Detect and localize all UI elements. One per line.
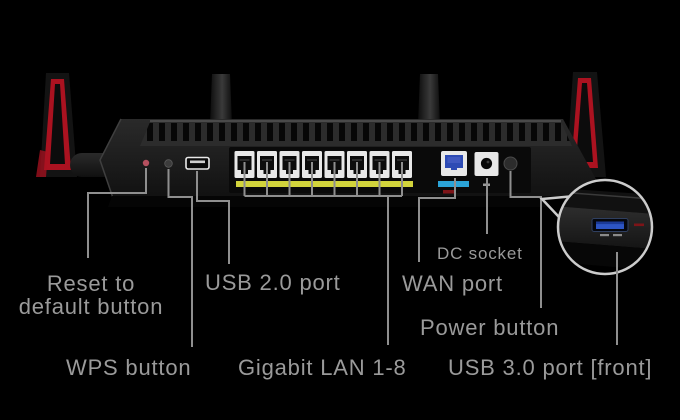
callout-line-lan (243, 162, 403, 345)
usb3-inset-callout (539, 178, 654, 345)
antenna-left-outer (36, 73, 77, 177)
callout-line-usb2 (196, 171, 230, 264)
label-dc-socket: DC socket (437, 244, 523, 263)
label-wan-port: WAN port (402, 271, 503, 296)
reset-pinhole-illustration (142, 159, 150, 167)
wan-blue-strip (438, 181, 469, 187)
dc-socket-illustration (474, 152, 499, 186)
label-wps-button: WPS button (66, 355, 192, 380)
callout-line-reset (87, 168, 147, 258)
label-gigabit-lan: Gigabit LAN 1-8 (238, 355, 407, 380)
inset-content (558, 188, 652, 270)
label-reset-to-default: Reset to default button (18, 271, 164, 319)
inset-ring (556, 178, 654, 276)
usb2-port-illustration (185, 156, 210, 170)
callout-line-wps (167, 169, 193, 347)
wan-port-illustration (438, 151, 469, 194)
wps-button-illustration (164, 159, 173, 168)
usb3-port-illustration (591, 218, 644, 237)
label-usb3-port-front: USB 3.0 port [front] (448, 355, 653, 380)
lan-yellow-strip (236, 181, 413, 187)
callout-line-wan (418, 178, 456, 262)
callout-line-power (509, 171, 542, 308)
label-power-button: Power button (420, 315, 560, 340)
label-usb2-port: USB 2.0 port (205, 270, 341, 295)
power-button-illustration (503, 156, 518, 171)
lan-ports-illustration (234, 151, 413, 187)
